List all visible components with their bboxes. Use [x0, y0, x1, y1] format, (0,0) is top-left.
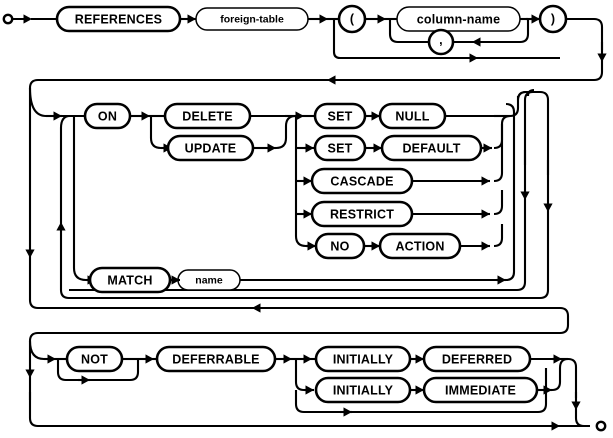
arrow-icon	[56, 222, 66, 231]
node-action-label: ACTION	[395, 240, 444, 254]
node-immediate[interactable]: IMMEDIATE	[422, 376, 539, 404]
node-match[interactable]: MATCH	[88, 266, 172, 294]
node-set2-shape	[313, 134, 367, 162]
node-deferrable[interactable]: DEFERRABLE	[155, 345, 277, 373]
node-rparen-shape	[538, 4, 568, 34]
arrow-icon	[252, 303, 261, 313]
node-on-shape	[83, 102, 132, 130]
node-restrict-label: RESTRICT	[330, 208, 394, 222]
node-lparen-shape	[337, 4, 367, 34]
node-lparen[interactable]: (	[337, 4, 367, 34]
node-null-label: NULL	[395, 110, 429, 124]
node-name-label: name	[195, 275, 223, 287]
start-terminator-icon	[2, 13, 14, 25]
node-initially2-shape	[314, 376, 412, 404]
node-references-shape	[55, 5, 182, 33]
node-initially-immediate[interactable]: INITIALLY	[314, 376, 412, 404]
node-name[interactable]: name	[177, 269, 241, 291]
node-initially1-shape	[314, 345, 412, 373]
node-not-shape	[65, 345, 124, 373]
node-set1-label: SET	[328, 110, 353, 124]
node-match-label: MATCH	[107, 274, 152, 288]
node-references-label: REFERENCES	[75, 13, 162, 27]
node-on[interactable]: ON	[83, 102, 132, 130]
arrow-icon	[327, 75, 336, 85]
node-foreign-table[interactable]: foreign-table	[195, 7, 309, 31]
node-restrict[interactable]: RESTRICT	[310, 200, 414, 228]
match-name-connector	[170, 275, 180, 285]
node-column-name-shape	[396, 6, 521, 32]
node-restrict-shape	[310, 200, 414, 228]
node-set1-shape	[313, 102, 367, 130]
node-null-shape	[378, 102, 447, 130]
node-cascade[interactable]: CASCADE	[310, 167, 414, 195]
node-comma-shape	[427, 28, 455, 56]
node-no[interactable]: NO	[314, 232, 366, 260]
node-delete-label: DELETE	[182, 110, 233, 124]
node-update-shape	[166, 134, 255, 162]
node-column-name-label: column-name	[417, 13, 500, 27]
node-no-label: NO	[330, 240, 349, 254]
arrow-icon	[551, 421, 560, 431]
node-rparen[interactable]: )	[538, 4, 568, 34]
node-default-label: DEFAULT	[402, 142, 460, 156]
node-action-shape	[378, 232, 462, 260]
node-immediate-shape	[422, 376, 539, 404]
node-update-label: UPDATE	[185, 142, 237, 156]
arrow-icon	[25, 369, 35, 378]
node-deferred-label: DEFERRED	[442, 353, 512, 367]
node-on-label: ON	[98, 110, 117, 124]
node-cascade-label: CASCADE	[330, 175, 393, 189]
node-delete-shape	[163, 102, 252, 130]
node-initially1-label: INITIALLY	[333, 353, 394, 367]
node-immediate-label: IMMEDIATE	[445, 384, 516, 398]
node-not[interactable]: NOT	[65, 345, 124, 373]
node-deferrable-shape	[155, 345, 277, 373]
node-set-default[interactable]: SET	[313, 134, 367, 162]
node-default[interactable]: DEFAULT	[380, 134, 483, 162]
node-lparen-label: (	[350, 12, 355, 26]
node-null[interactable]: NULL	[378, 102, 447, 130]
node-set-null[interactable]: SET	[313, 102, 367, 130]
row1-track	[2, 13, 607, 85]
node-no-shape	[314, 232, 366, 260]
node-comma-label: ,	[439, 33, 443, 47]
node-not-label: NOT	[81, 353, 108, 367]
node-action[interactable]: ACTION	[378, 232, 462, 260]
node-deferrable-label: DEFERRABLE	[172, 353, 259, 367]
node-references[interactable]: REFERENCES	[55, 5, 182, 33]
node-foreign-table-label: foreign-table	[220, 14, 284, 26]
node-deferred-shape	[422, 345, 532, 373]
arrow-icon	[469, 53, 478, 63]
arrow-icon	[23, 14, 32, 24]
node-update[interactable]: UPDATE	[166, 134, 255, 162]
node-default-shape	[380, 134, 483, 162]
node-cascade-shape	[310, 167, 414, 195]
node-deferred[interactable]: DEFERRED	[422, 345, 532, 373]
node-initially2-label: INITIALLY	[333, 384, 394, 398]
node-rparen-label: )	[551, 12, 555, 26]
node-set2-label: SET	[328, 142, 353, 156]
node-initially-deferred[interactable]: INITIALLY	[314, 345, 412, 373]
row4-track	[25, 306, 607, 432]
node-foreign-table-shape	[195, 7, 309, 31]
node-column-name[interactable]: column-name	[396, 6, 521, 32]
end-terminator-icon	[595, 420, 607, 432]
node-comma[interactable]: ,	[427, 28, 455, 56]
node-delete[interactable]: DELETE	[163, 102, 252, 130]
row2-track	[25, 78, 560, 313]
